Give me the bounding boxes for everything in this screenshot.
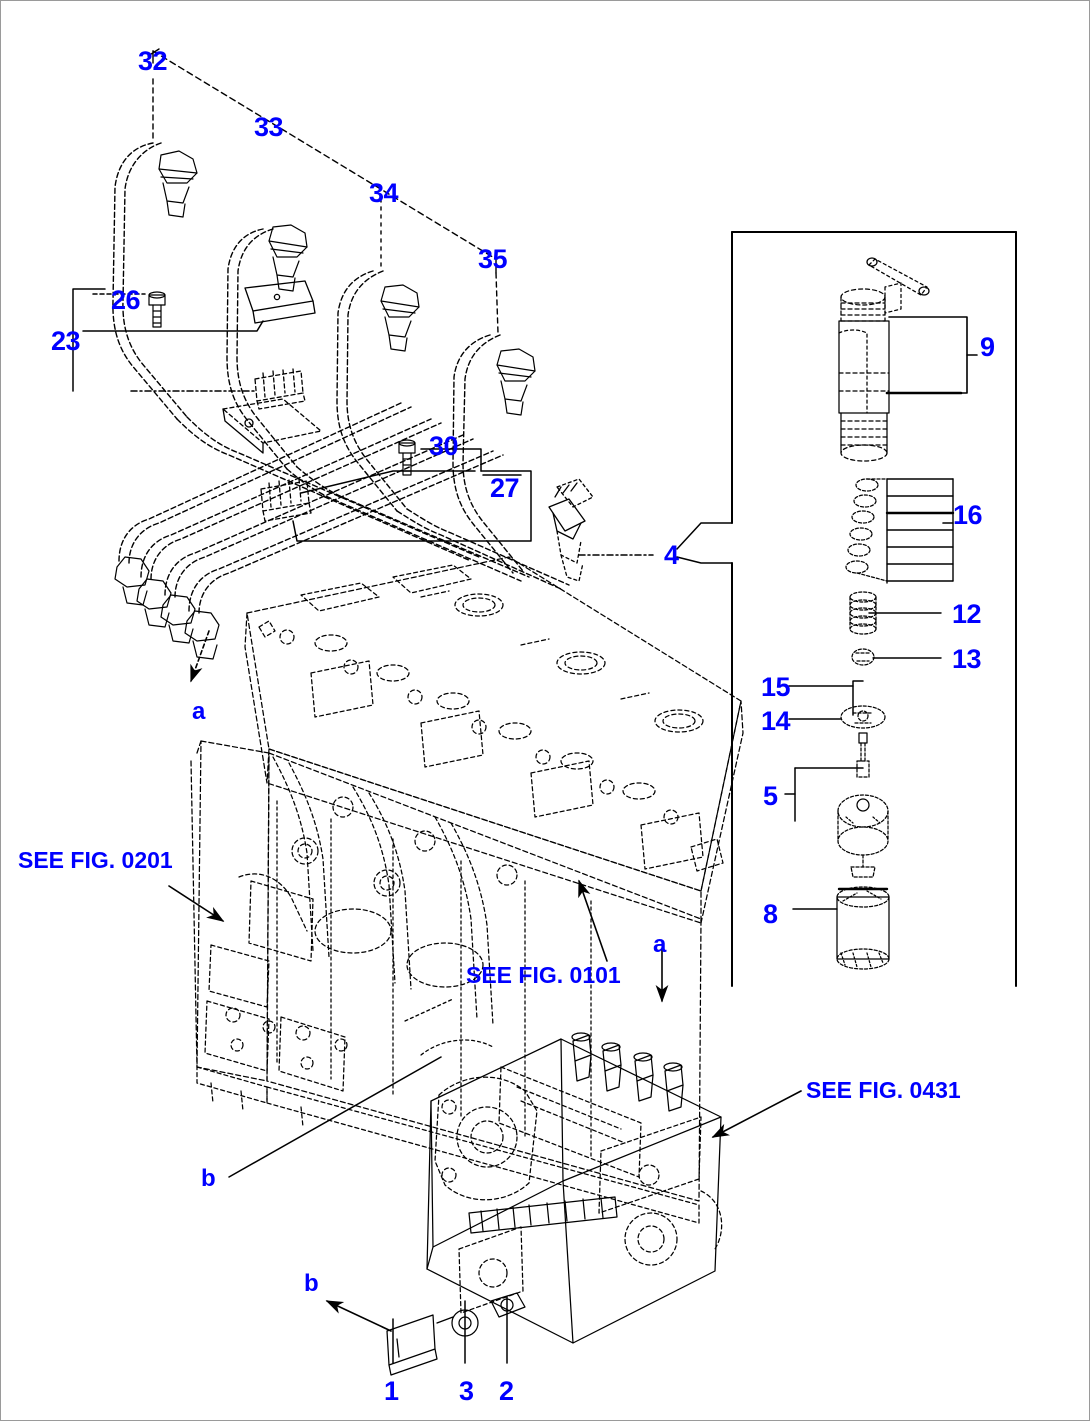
bolt-26 <box>148 291 166 328</box>
clamp-bracket-lower <box>260 478 312 522</box>
block-lower-ribs <box>276 800 592 1158</box>
nozzle-holder-9 <box>838 257 978 462</box>
cylinder-head-top-features <box>258 564 724 872</box>
callout-8: 8 <box>763 899 778 929</box>
pump-governor-housing <box>434 1076 538 1201</box>
pipe-nipple-32 <box>158 150 198 218</box>
callout-26: 26 <box>111 285 141 315</box>
cylinder-block <box>190 740 702 1202</box>
shim-set-16 <box>845 478 955 584</box>
callout-13: 13 <box>952 644 982 674</box>
injection-pipe-32 <box>112 142 188 420</box>
callout-35: 35 <box>478 244 508 274</box>
callout-16: 16 <box>953 500 983 530</box>
pin-15-spacer-14 <box>788 680 886 729</box>
callout-4: 4 <box>664 540 679 570</box>
see-fig-0431-arrow <box>711 1090 802 1138</box>
callout-23: 23 <box>51 326 81 356</box>
pipe-nipple-35 <box>496 348 536 416</box>
injection-pipe-35 <box>452 334 524 574</box>
callout-3: 3 <box>459 1376 474 1406</box>
callout-b-bottom: b <box>304 1270 319 1297</box>
mount-plate <box>222 398 322 454</box>
block-webs <box>196 756 700 1224</box>
clamp-plate-upper <box>244 280 316 324</box>
pipe-group-bracket <box>152 50 497 260</box>
pipe-nipple-33 <box>268 224 308 292</box>
spring-12 <box>849 591 942 635</box>
see-fig-0431-label: SEE FIG. 0431 <box>806 1077 961 1103</box>
callout-b-left: b <box>201 1165 216 1192</box>
see-fig-0201-label: SEE FIG. 0201 <box>18 847 173 873</box>
cylinder-head <box>244 556 744 924</box>
see-fig-0101-label: SEE FIG. 0101 <box>466 962 621 988</box>
callout-15: 15 <box>761 672 791 702</box>
callout-leaders-left <box>72 288 532 542</box>
pump-side-details <box>458 1116 723 1314</box>
spring-seat-13 <box>851 648 942 666</box>
callout-arrow-b-bottom <box>325 1300 392 1332</box>
pipe-nipple-34 <box>380 284 420 352</box>
clamp-bracket-mid <box>254 368 306 410</box>
callout-34: 34 <box>369 178 399 208</box>
callout-arrow-a-upper <box>190 630 210 683</box>
pump-control-rack <box>468 1196 618 1234</box>
callout-30: 30 <box>429 431 459 461</box>
callout-9: 9 <box>980 332 995 362</box>
nozzle-in-head <box>548 478 594 582</box>
nozzle-cap-8 <box>792 886 890 970</box>
callout-32: 32 <box>138 46 168 76</box>
callout-14: 14 <box>761 706 791 736</box>
callout-5: 5 <box>763 781 778 811</box>
injection-pipe-34 <box>336 270 408 512</box>
callout-12: 12 <box>952 599 982 629</box>
callout-27: 27 <box>490 473 520 503</box>
nozzle-valve-5 <box>784 732 889 878</box>
pump-rear-lines <box>404 998 494 1056</box>
pump-delivery-valves <box>571 1032 684 1112</box>
detail-box-frame <box>731 231 1017 987</box>
callout-leader-b-left <box>228 1056 442 1178</box>
injection-pipe-33 <box>226 228 298 470</box>
callout-a-upper: a <box>192 698 205 725</box>
callout-leader-4 <box>578 522 733 564</box>
callout-a-lower: a <box>653 931 666 958</box>
pipe-end-fittings <box>114 556 220 660</box>
callout-1: 1 <box>384 1376 399 1406</box>
callout-2: 2 <box>499 1376 514 1406</box>
block-front-face <box>208 873 308 1008</box>
callout-33: 33 <box>254 112 284 142</box>
see-fig-0201-arrow <box>168 885 225 922</box>
see-fig-0101-arrow <box>578 879 608 962</box>
pump-mount-feet <box>386 1292 526 1376</box>
